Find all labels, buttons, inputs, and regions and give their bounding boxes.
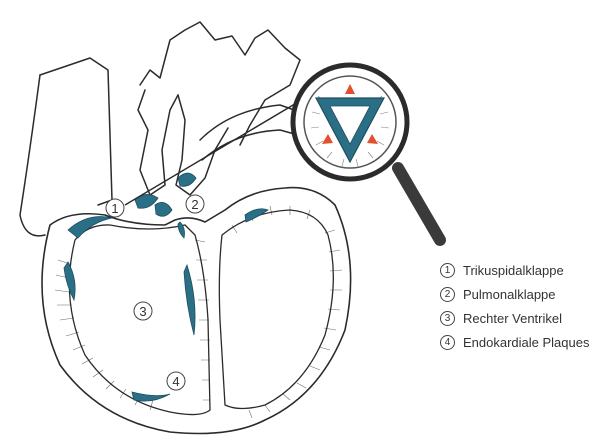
legend-item-right-ventricle: 3 Rechter Ventrikel <box>440 306 610 330</box>
legend-number: 3 <box>440 311 455 326</box>
legend: 1 Trikuspidalklappe 2 Pulmonalklappe 3 R… <box>440 258 610 354</box>
legend-label: Endokardiale Plaques <box>463 335 589 350</box>
magnifier-handle <box>398 168 440 240</box>
legend-label: Pulmonalklappe <box>463 287 556 302</box>
legend-number: 1 <box>440 263 455 278</box>
legend-item-pulmonary: 2 Pulmonalklappe <box>440 282 610 306</box>
legend-label: Rechter Ventrikel <box>463 311 562 326</box>
plaque-pulmonary <box>178 173 196 186</box>
legend-number: 2 <box>440 287 455 302</box>
marker-1: 1 <box>106 199 124 217</box>
marker-2: 2 <box>186 195 204 213</box>
svg-text:3: 3 <box>139 304 146 319</box>
svg-text:4: 4 <box>172 374 179 389</box>
svg-text:1: 1 <box>111 201 118 216</box>
legend-item-tricuspid: 1 Trikuspidalklappe <box>440 258 610 282</box>
plaque-tricuspid-2 <box>155 202 172 216</box>
legend-number: 4 <box>440 335 455 350</box>
marker-3: 3 <box>134 302 152 320</box>
legend-item-plaques: 4 Endokardiale Plaques <box>440 330 610 354</box>
marker-4: 4 <box>167 372 185 390</box>
svg-text:2: 2 <box>191 197 198 212</box>
legend-label: Trikuspidalklappe <box>463 263 564 278</box>
